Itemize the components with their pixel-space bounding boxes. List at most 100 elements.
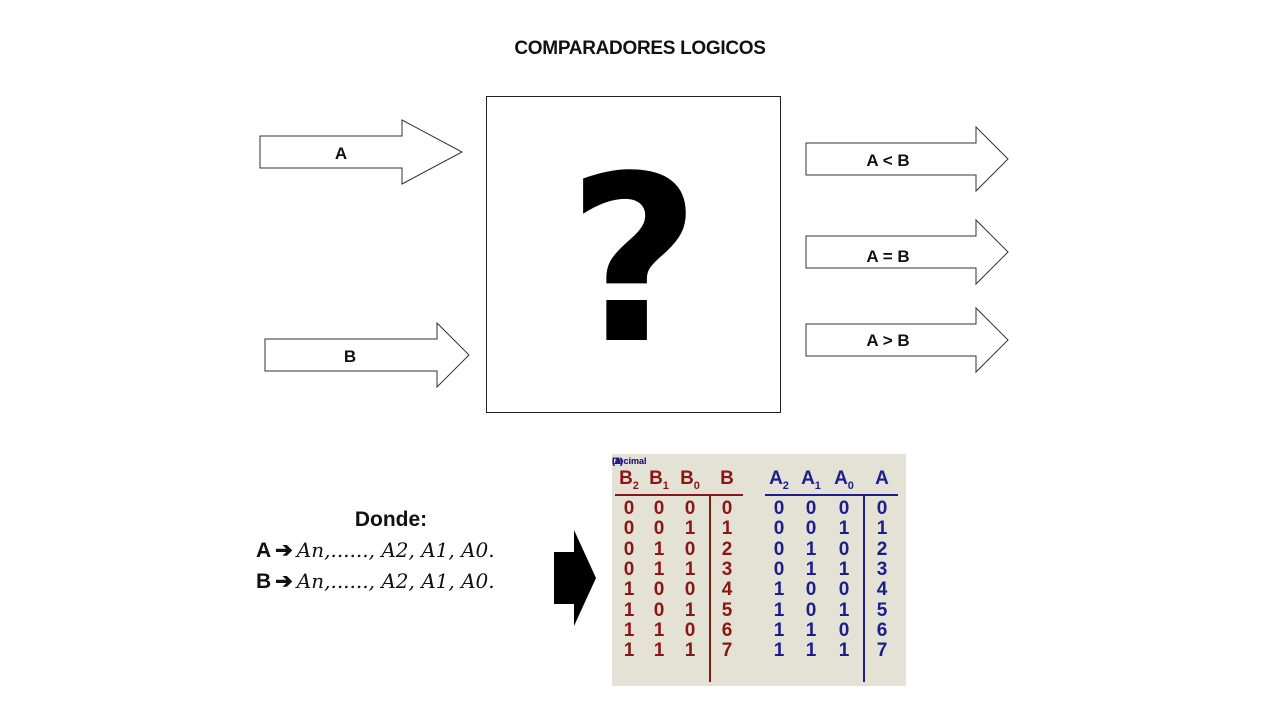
definition-var-b: B (256, 570, 272, 593)
cell-a-r6-c2: 0 (838, 619, 850, 641)
definition-line-a: A➔An,......, A2, A1, A0. (256, 538, 560, 563)
cell-a-r7-c0: 1 (773, 640, 785, 662)
decimal-divider-a (863, 494, 865, 682)
cell-a-r2-c2: 0 (838, 538, 850, 560)
definition-seq-b: An,......, A2, A1, A0. (296, 569, 495, 593)
cell-b-r6-c3: 6 (721, 619, 733, 641)
cell-b-r7-c1: 1 (653, 640, 665, 662)
cell-b-r7-c3: 7 (721, 640, 733, 662)
question-mark: ? (567, 128, 700, 395)
column-header-a0: A2 (769, 468, 789, 492)
cell-b-r4-c0: 1 (623, 579, 635, 601)
cell-b-r1-c3: 1 (721, 518, 733, 540)
cell-b-r4-c2: 0 (684, 579, 696, 601)
cell-a-r7-c2: 1 (838, 640, 850, 662)
header-rule-a (765, 494, 898, 496)
cell-a-r2-c3: 2 (876, 538, 888, 560)
column-header-b3: B (720, 468, 734, 489)
cell-a-r3-c2: 1 (838, 558, 850, 580)
pointer-arrow (554, 530, 596, 626)
undefined: (2) (612, 456, 623, 466)
cell-b-r6-c1: 1 (653, 619, 665, 641)
cell-a-r6-c3: 6 (876, 619, 888, 641)
header-rule-b (615, 494, 743, 496)
column-header-b2: B0 (680, 468, 700, 492)
cell-a-r2-c0: 0 (773, 538, 785, 560)
cell-b-r2-c1: 1 (653, 538, 665, 560)
input-label-a: A (335, 144, 347, 163)
cell-b-r3-c2: 1 (684, 558, 696, 580)
cell-b-r0-c0: 0 (623, 498, 635, 519)
comparator-box (486, 96, 781, 413)
cell-b-r5-c1: 0 (653, 599, 665, 621)
cell-a-r1-c1: 0 (805, 518, 817, 540)
decimal-divider-b (708, 494, 711, 682)
cell-b-r0-c1: 0 (653, 498, 665, 519)
cell-a-r4-c1: 0 (805, 579, 817, 601)
cell-b-r1-c0: 0 (623, 518, 635, 540)
undefined: (2) (612, 456, 623, 466)
cell-a-r0-c1: 0 (805, 498, 817, 519)
column-header-a3: A (875, 468, 889, 489)
cell-b-r6-c2: 0 (684, 619, 696, 641)
undefined: (4) (612, 456, 623, 466)
cell-b-r3-c3: 3 (721, 558, 733, 580)
column-header-b0: B2 (619, 468, 639, 492)
cell-b-r2-c2: 0 (684, 538, 696, 560)
definition-line-b: B➔An,......, A2, A1, A0. (256, 569, 560, 594)
input-label-b: B (344, 347, 356, 366)
undefined: (1) (612, 456, 623, 466)
undefined: (1) (612, 456, 623, 466)
output-arrow-greater (805, 306, 1009, 374)
cell-b-r5-c3: 5 (721, 599, 733, 621)
undefined: (4) (612, 456, 623, 466)
column-header-b1: B1 (649, 468, 669, 492)
cell-b-r2-c0: 0 (623, 538, 635, 560)
cell-a-r6-c0: 1 (773, 619, 785, 641)
cell-b-r7-c0: 1 (623, 640, 635, 662)
cell-a-r0-c0: 0 (773, 498, 785, 519)
output-arrow-less (805, 125, 1009, 193)
cell-a-r5-c3: 5 (876, 599, 888, 621)
cell-b-r3-c1: 1 (653, 558, 665, 580)
input-arrow-a (259, 119, 464, 185)
arrow-right-icon: ➔ (275, 570, 293, 593)
donde-heading: Donde: (354, 508, 428, 531)
cell-a-r4-c0: 1 (773, 579, 785, 601)
cell-a-r4-c3: 4 (876, 579, 888, 601)
cell-b-r6-c0: 1 (623, 619, 635, 641)
arrow-right-icon: ➔ (275, 539, 293, 562)
output-label-equal: A = B (866, 247, 909, 266)
cell-a-r5-c1: 0 (805, 599, 817, 621)
cell-b-r5-c0: 1 (623, 599, 635, 621)
cell-a-r1-c2: 1 (838, 518, 850, 540)
cell-a-r3-c1: 1 (805, 558, 817, 580)
cell-a-r1-c0: 0 (773, 518, 785, 540)
undefined: Decimal (612, 456, 647, 466)
cell-a-r5-c0: 1 (773, 599, 785, 621)
cell-a-r5-c2: 1 (838, 599, 850, 621)
cell-b-r0-c3: 0 (721, 498, 733, 519)
definition-seq-a: An,......, A2, A1, A0. (296, 538, 495, 562)
donde-definition: Donde: A➔An,......, A2, A1, A0. B➔An,...… (230, 508, 560, 594)
output-label-greater: A > B (866, 331, 909, 350)
cell-b-r1-c2: 1 (684, 518, 696, 540)
page-title: COMPARADORES LOGICOS (514, 38, 766, 59)
cell-b-r7-c2: 1 (684, 640, 696, 662)
column-header-a2: A0 (834, 468, 854, 492)
cell-a-r0-c3: 0 (876, 498, 888, 519)
cell-b-r3-c0: 0 (623, 558, 635, 580)
cell-a-r7-c3: 7 (876, 640, 888, 662)
cell-b-r0-c2: 0 (684, 498, 696, 519)
cell-a-r3-c3: 3 (876, 558, 888, 580)
cell-a-r6-c1: 1 (805, 619, 817, 641)
definition-var-a: A (256, 539, 272, 562)
cell-a-r7-c1: 1 (805, 640, 817, 662)
output-arrow-equal (805, 218, 1009, 286)
cell-a-r3-c0: 0 (773, 558, 785, 580)
cell-a-r1-c3: 1 (876, 518, 888, 540)
input-arrow-b (264, 321, 470, 389)
cell-a-r0-c2: 0 (838, 498, 850, 519)
